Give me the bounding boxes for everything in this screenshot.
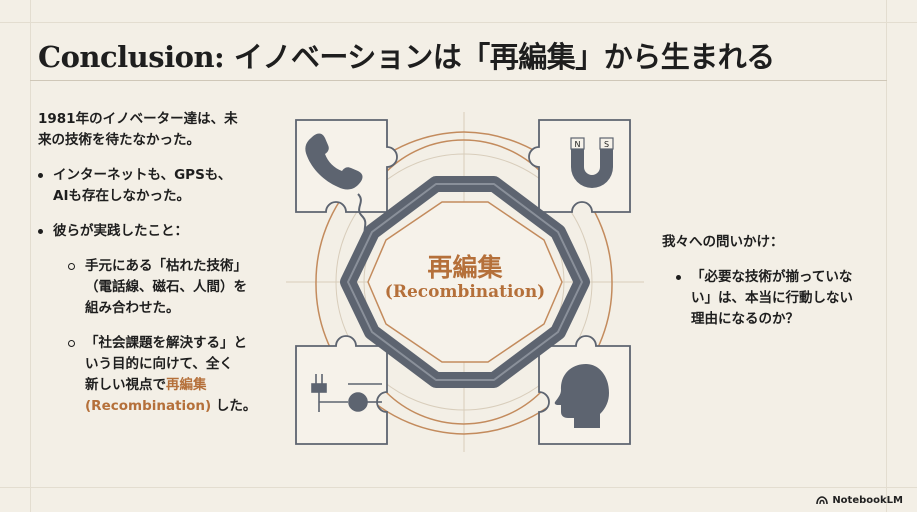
right-question-panel: 我々への問いかけ： 「必要な技術が揃っていない」は、本当に行動しない理由になるの…	[662, 232, 877, 330]
title-divider	[30, 80, 887, 81]
puzzle-piece-circuit	[295, 335, 388, 445]
circuit-icon	[311, 374, 382, 412]
puzzle-piece-head	[538, 335, 631, 445]
human-head-icon	[554, 364, 609, 428]
magnet-s-label: S	[604, 140, 609, 149]
center-label-ja: 再編集	[427, 253, 503, 282]
frame-line-top	[0, 22, 917, 23]
center-label-en: (Recombination)	[384, 282, 546, 302]
sub-bullet-combine: 手元にある「枯れた技術」（電話線、磁石、人間）を組み合わせた。	[68, 256, 278, 319]
frame-line-right	[886, 0, 887, 512]
left-text-panel: 1981年のイノベーター達は、未来の技術を待たなかった。 インターネットも、GP…	[38, 109, 278, 417]
frame-line-left	[30, 0, 31, 512]
intro-text: 1981年のイノベーター達は、未来の技術を待たなかった。	[38, 111, 238, 148]
recombination-diagram: N S	[286, 112, 644, 452]
magnet-icon: N S	[570, 137, 614, 188]
slide-title: Conclusion: イノベーションは「再編集」から生まれる	[38, 40, 775, 74]
brand-footer: NotebookLM	[816, 495, 903, 506]
bullet-dot	[676, 275, 681, 280]
notebooklm-logo-icon	[816, 496, 829, 505]
sub-bullet-circle	[68, 340, 75, 347]
frame-line-bottom	[0, 487, 917, 488]
sub-bullet-recombine: 「社会課題を解決する」という目的に向けて、全く新しい視点で再編集(Recombi…	[68, 333, 278, 417]
question-bullet: 「必要な技術が揃っていない」は、本当に行動しない理由になるのか？	[676, 267, 877, 330]
bullet-dot	[38, 229, 43, 234]
puzzle-diagram-svg: N S	[286, 112, 644, 452]
puzzle-piece-magnet: N S	[528, 119, 631, 213]
question-heading: 我々への問いかけ：	[662, 234, 784, 250]
bullet-no-tech: インターネットも、GPSも、AIも存在しなかった。	[38, 165, 278, 207]
highlight-recombination: (Recombination)	[85, 398, 212, 414]
sub-bullet-circle	[68, 263, 75, 270]
magnet-n-label: N	[575, 140, 581, 149]
highlight-recombine: 再編集	[166, 377, 207, 393]
bullet-dot	[38, 173, 43, 178]
recombination-hub	[340, 176, 590, 388]
bullet-practice: 彼らが実践したこと：	[38, 221, 278, 242]
brand-label: NotebookLM	[832, 495, 903, 506]
